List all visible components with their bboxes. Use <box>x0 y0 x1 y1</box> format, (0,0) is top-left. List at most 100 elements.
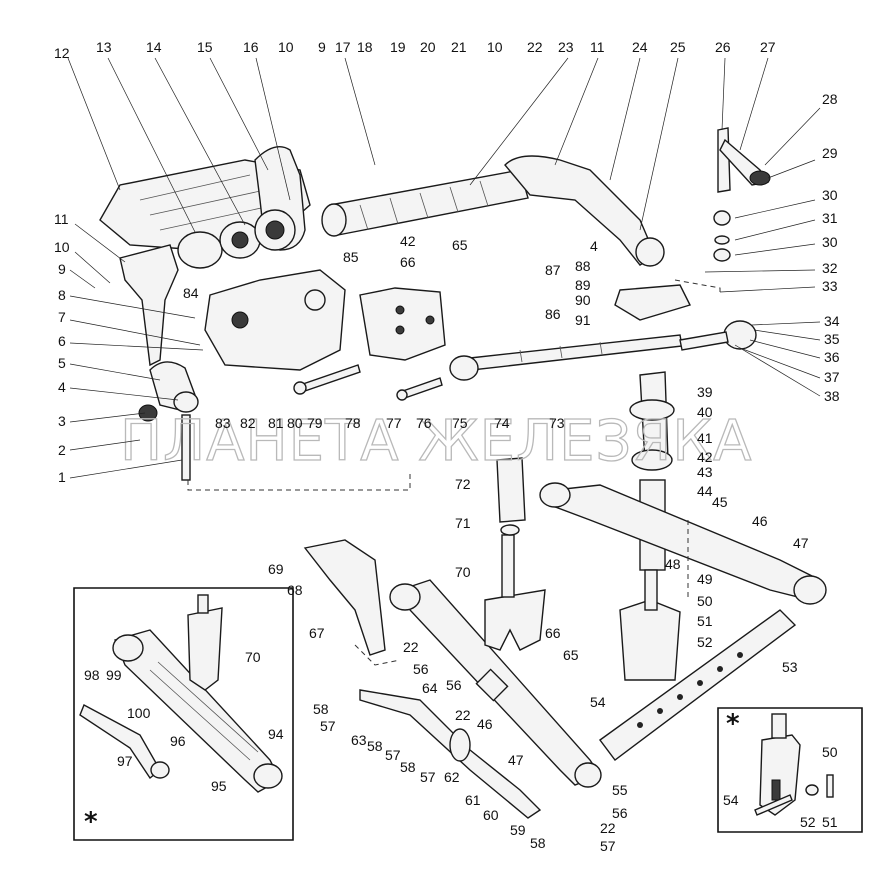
callout-47a: 47 <box>793 535 809 551</box>
callout-31: 31 <box>822 210 838 226</box>
callout-56c: 56 <box>612 805 628 821</box>
callout-2: 2 <box>58 442 66 458</box>
callout-66b: 66 <box>545 625 561 641</box>
callout-88: 88 <box>575 258 591 274</box>
callout-98: 98 <box>84 667 100 683</box>
callout-51b: 51 <box>822 814 838 830</box>
callout-51a: 51 <box>697 613 713 629</box>
callout-77: 77 <box>386 415 402 431</box>
inset-marker-left: * <box>84 807 98 837</box>
callout-52a: 52 <box>697 634 713 650</box>
callout-4a: 4 <box>58 379 66 395</box>
callout-82: 82 <box>240 415 256 431</box>
callout-50b: 50 <box>822 744 838 760</box>
lift-rod-screw <box>181 414 191 481</box>
callout-57d: 57 <box>600 838 616 854</box>
callout-50a: 50 <box>697 593 713 609</box>
callout-14: 14 <box>146 39 162 55</box>
callout-97: 97 <box>117 753 133 769</box>
callout-30b: 30 <box>822 234 838 250</box>
callout-47b: 47 <box>508 752 524 768</box>
callout-22b: 22 <box>403 639 419 655</box>
callout-58d: 58 <box>530 835 546 851</box>
inset-right <box>717 707 863 833</box>
callout-90: 90 <box>575 292 591 308</box>
callout-96: 96 <box>170 733 186 749</box>
callout-18: 18 <box>357 39 373 55</box>
callout-72: 72 <box>455 476 471 492</box>
callout-22a: 22 <box>527 39 543 55</box>
callout-79: 79 <box>307 415 323 431</box>
callout-28: 28 <box>822 91 838 107</box>
callout-13: 13 <box>96 39 112 55</box>
callout-57c: 57 <box>420 769 436 785</box>
callout-10c: 10 <box>54 239 70 255</box>
callout-63: 63 <box>351 732 367 748</box>
callout-56a: 56 <box>413 661 429 677</box>
callout-46b: 46 <box>477 716 493 732</box>
callout-58c: 58 <box>400 759 416 775</box>
stabilizer-bar <box>549 484 821 601</box>
drawbar <box>599 609 797 761</box>
callout-65b: 65 <box>563 647 579 663</box>
callout-42a: 42 <box>400 233 416 249</box>
callout-81: 81 <box>268 415 284 431</box>
drawing <box>99 127 827 819</box>
callout-80: 80 <box>287 415 303 431</box>
top-link <box>469 334 683 371</box>
callout-57a: 57 <box>320 718 336 734</box>
callout-3: 3 <box>58 413 66 429</box>
callout-37: 37 <box>824 369 840 385</box>
callout-36: 36 <box>824 349 840 365</box>
callout-69: 69 <box>268 561 284 577</box>
check-chain <box>359 689 542 819</box>
callout-43: 43 <box>697 464 713 480</box>
callout-11b: 11 <box>54 211 69 227</box>
callout-22d: 22 <box>600 820 616 836</box>
callout-9b: 9 <box>58 261 66 277</box>
support-bracket <box>204 269 346 371</box>
callout-57b: 57 <box>385 747 401 763</box>
callout-70a: 70 <box>455 564 471 580</box>
callout-99: 99 <box>106 667 122 683</box>
mount-plate <box>614 284 691 321</box>
callout-56b: 56 <box>446 677 462 693</box>
callout-62: 62 <box>444 769 460 785</box>
callout-66a: 66 <box>400 254 416 270</box>
callout-16: 16 <box>243 39 259 55</box>
callout-22c: 22 <box>455 707 471 723</box>
callout-38: 38 <box>824 388 840 404</box>
watermark: ПЛАНЕТА ЖЕЛЕЗЯКА <box>120 409 752 474</box>
callout-9a: 9 <box>318 39 326 55</box>
lift-arm-left <box>119 244 179 367</box>
callout-65a: 65 <box>452 237 468 253</box>
bracket-plate <box>359 287 446 361</box>
callout-59: 59 <box>510 822 526 838</box>
lift-fork <box>484 589 546 651</box>
callout-61: 61 <box>465 792 481 808</box>
callout-27: 27 <box>760 39 776 55</box>
callout-55: 55 <box>612 782 628 798</box>
callout-52b: 52 <box>800 814 816 830</box>
callout-73: 73 <box>549 415 565 431</box>
callout-40: 40 <box>697 404 713 420</box>
callout-45: 45 <box>712 494 728 510</box>
callout-78: 78 <box>345 415 361 431</box>
callout-58a: 58 <box>313 701 329 717</box>
callout-11a: 11 <box>590 39 605 55</box>
callout-6: 6 <box>58 333 66 349</box>
callout-94: 94 <box>268 726 284 742</box>
callout-10b: 10 <box>487 39 503 55</box>
callout-15: 15 <box>197 39 213 55</box>
callout-17: 17 <box>335 39 351 55</box>
callout-85: 85 <box>343 249 359 265</box>
callout-49: 49 <box>697 571 713 587</box>
callout-12: 12 <box>54 45 70 61</box>
callout-24: 24 <box>632 39 648 55</box>
callout-26: 26 <box>715 39 731 55</box>
lift-arm-right <box>504 155 656 266</box>
callout-48: 48 <box>665 556 681 572</box>
callout-8: 8 <box>58 287 66 303</box>
inset-left <box>73 587 294 841</box>
